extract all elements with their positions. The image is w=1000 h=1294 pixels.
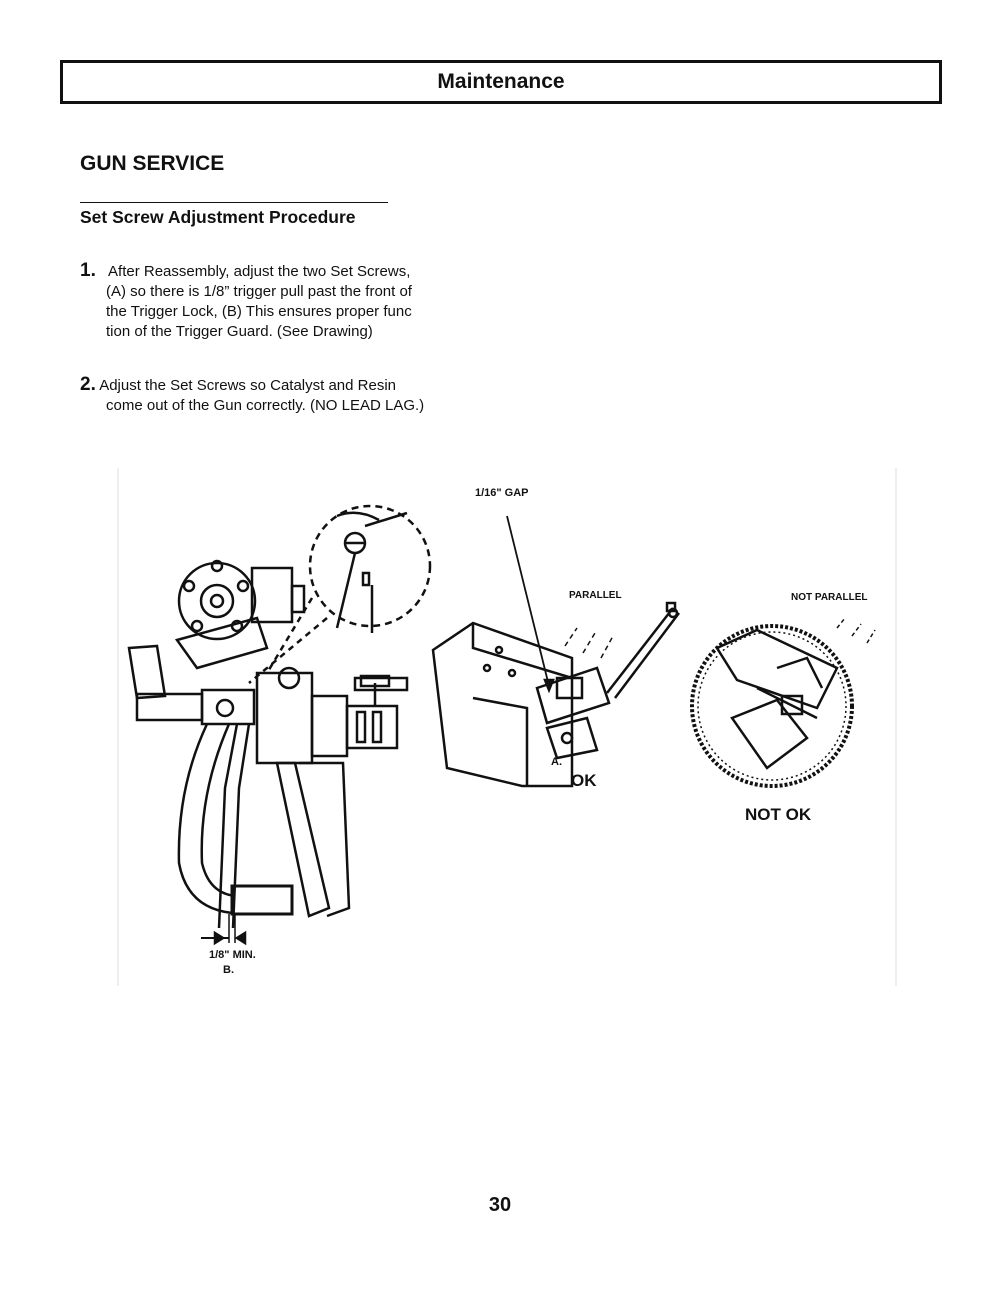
not-parallel-label: NOT PARALLEL (791, 592, 867, 603)
step-1-number: 1. (80, 260, 96, 281)
step-1-line-1: 1. After Reassembly, adjust the two Set … (80, 261, 412, 282)
page-number: 30 (488, 1194, 512, 1216)
header-box: Maintenance (60, 60, 942, 104)
step-1-text-4: tion of the Trigger Guard. (See Drawing) (106, 323, 373, 340)
step-2-text-1: Adjust the Set Screws so Catalyst and Re… (99, 377, 397, 394)
divider (80, 202, 388, 203)
header-title: Maintenance (437, 70, 565, 93)
drawing-svg: 1/8" MIN. B. 1/16" GAP PARALLEL A. OK (117, 468, 897, 986)
procedure-title: Set Screw Adjustment Procedure (80, 207, 356, 227)
step-1-text-2: (A) so there is 1/8” trigger pull past t… (106, 283, 412, 300)
step-2-number: 2. (80, 374, 96, 395)
spray-gun-illustration (127, 504, 432, 946)
set-screw-not-ok-illustration (690, 617, 876, 788)
ok-label: OK (571, 771, 597, 790)
step-2: 2. Adjust the Set Screws so Catalyst and… (80, 375, 424, 416)
step-2-text-2: come out of the Gun correctly. (NO LEAD … (106, 397, 425, 414)
b-label: B. (223, 964, 234, 976)
gun-service-drawing: 1/8" MIN. B. 1/16" GAP PARALLEL A. OK (117, 468, 897, 986)
a-label: A. (551, 756, 562, 768)
section-title: GUN SERVICE (80, 152, 225, 175)
step-1: 1. After Reassembly, adjust the two Set … (80, 261, 412, 342)
step-2-line-1: 2. Adjust the Set Screws so Catalyst and… (80, 375, 424, 396)
step-1-text-1: After Reassembly, adjust the two Set Scr… (108, 263, 411, 280)
parallel-label: PARALLEL (569, 590, 622, 601)
set-screw-ok-illustration (431, 515, 680, 788)
min-dimension-label: 1/8" MIN. (209, 949, 256, 961)
not-ok-label: NOT OK (745, 805, 812, 824)
step-1-text-3: the Trigger Lock, (B) This ensures prope… (106, 303, 412, 320)
gap-label: 1/16" GAP (475, 487, 529, 499)
